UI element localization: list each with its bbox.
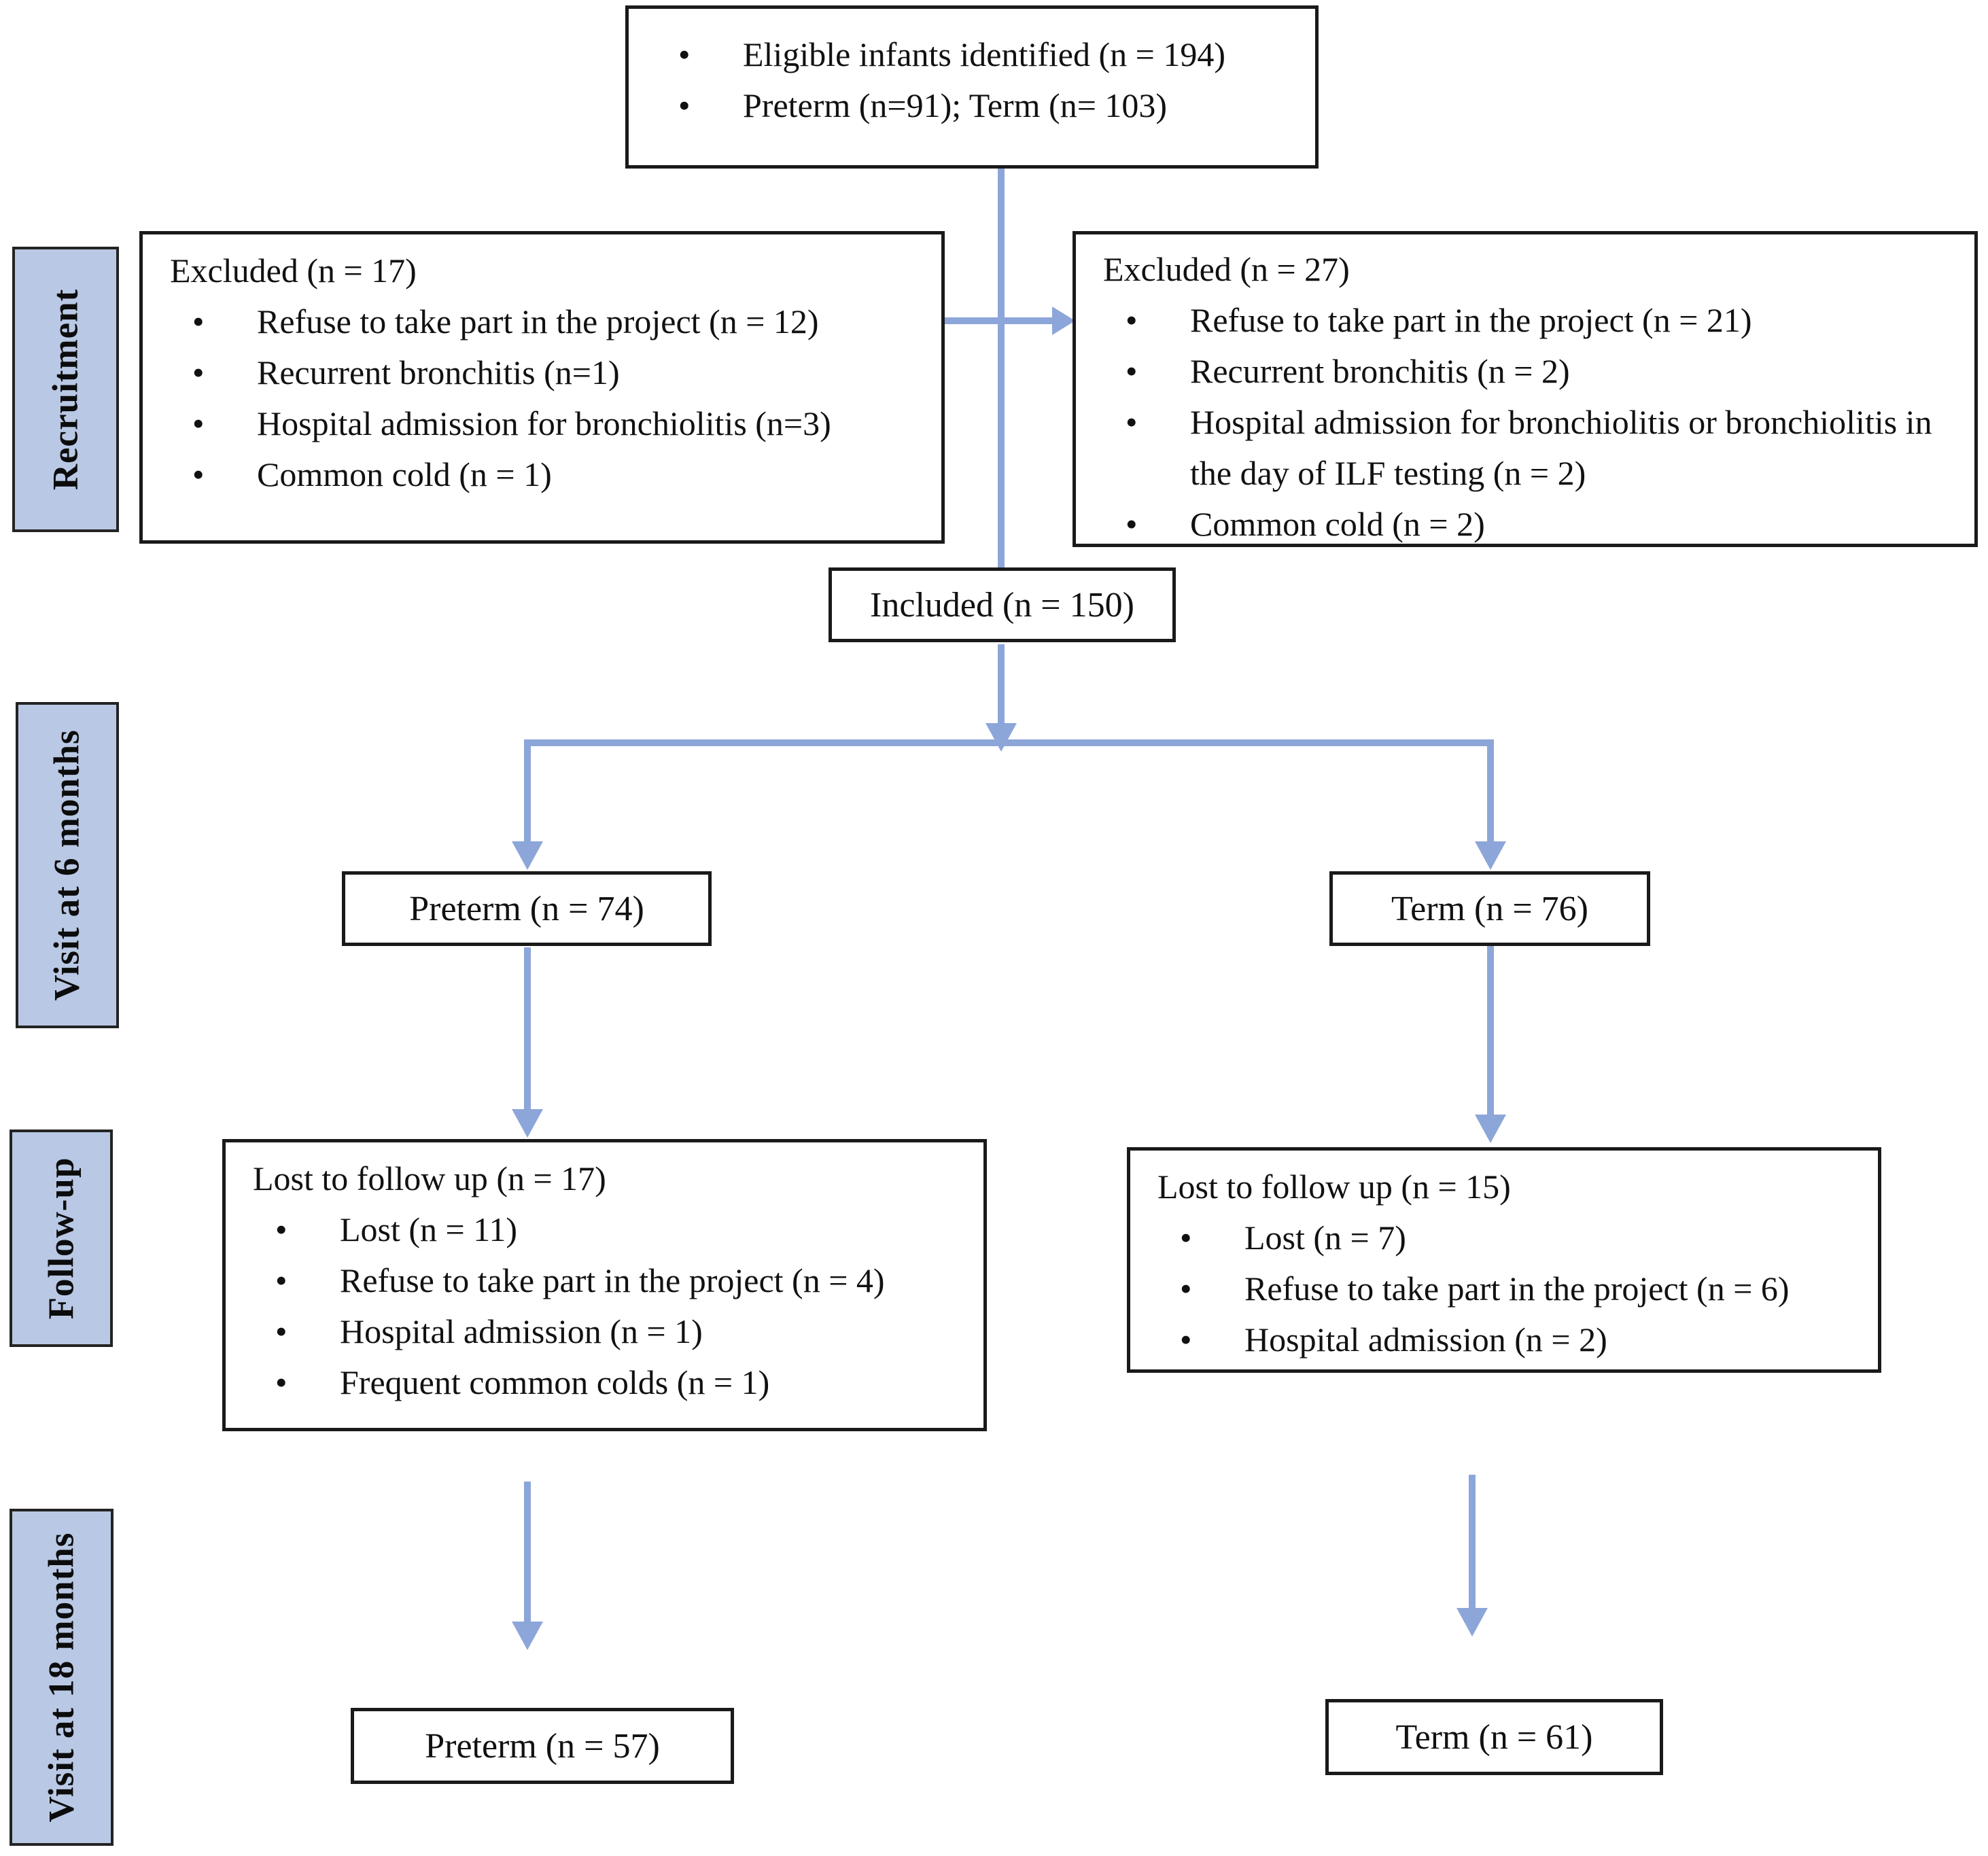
- arrow-lost-to-term-final-head-icon: [1457, 1608, 1488, 1636]
- stage-follow-up: Follow-up: [10, 1130, 113, 1347]
- stage-follow-up-label: Follow-up: [41, 1157, 82, 1320]
- arrow-preterm-to-lost-shaft: [524, 947, 531, 1110]
- stage-recruitment-label: Recruitment: [46, 288, 86, 491]
- double-arrow-shaft: [918, 317, 1052, 324]
- excluded-term-list: Refuse to take part in the project (n = …: [1103, 295, 1955, 550]
- arrow-lost-to-term-final-shaft: [1469, 1475, 1476, 1609]
- eligible-infants-list: Eligible infants identified (n = 194) Pr…: [656, 29, 1296, 131]
- stage-visit-6-months-label: Visit at 6 months: [48, 729, 87, 1001]
- arrow-branch-to-term-shaft: [1487, 739, 1494, 843]
- list-item: Hospital admission (n = 2): [1180, 1314, 1859, 1365]
- term-6-months-label: Term (n = 76): [1391, 889, 1588, 928]
- arrow-term-to-lost-shaft: [1487, 946, 1494, 1116]
- list-item: Lost (n = 7): [1180, 1212, 1859, 1263]
- excluded-term-box: Excluded (n = 27) Refuse to take part in…: [1073, 231, 1978, 550]
- list-item: Frequent common colds (n = 1): [275, 1357, 964, 1408]
- excluded-preterm-box: Excluded (n = 17) Refuse to take part in…: [139, 231, 945, 544]
- arrow-branch-to-preterm-head-icon: [512, 841, 543, 870]
- arrow-lost-to-preterm-final-head-icon: [512, 1622, 543, 1650]
- stage-visit-18-months-label: Visit at 18 months: [41, 1532, 82, 1823]
- lost-follow-up-preterm-box: Lost to follow up (n = 17) Lost (n = 11)…: [222, 1139, 987, 1431]
- arrow-preterm-to-lost-head-icon: [512, 1109, 543, 1138]
- lost-follow-up-preterm-list: Lost (n = 11) Refuse to take part in the…: [253, 1204, 964, 1408]
- preterm-18-months-box: Preterm (n = 57): [351, 1708, 734, 1784]
- list-item: Refuse to take part in the project (n = …: [275, 1255, 964, 1306]
- lost-follow-up-term-box: Lost to follow up (n = 15) Lost (n = 7) …: [1127, 1147, 1881, 1373]
- excluded-preterm-title: Excluded (n = 17): [170, 251, 417, 290]
- arrow-term-to-lost-head-icon: [1475, 1115, 1506, 1143]
- connector-eligible-to-included: [998, 167, 1005, 573]
- list-item: Hospital admission (n = 1): [275, 1306, 964, 1357]
- list-item: Common cold (n = 1): [192, 449, 922, 500]
- list-item: Recurrent bronchitis (n=1): [192, 347, 922, 398]
- list-item: Hospital admission for bronchiolitis or …: [1126, 397, 1955, 499]
- stage-visit-18-months: Visit at 18 months: [10, 1509, 114, 1846]
- arrow-branch-to-preterm-shaft: [524, 739, 531, 843]
- list-item: Preterm (n=91); Term (n= 103): [678, 80, 1296, 131]
- eligible-infants-box: Eligible infants identified (n = 194) Pr…: [625, 5, 1319, 169]
- list-item: Recurrent bronchitis (n = 2): [1126, 346, 1955, 397]
- arrow-lost-to-preterm-final-shaft: [524, 1482, 531, 1623]
- lost-follow-up-preterm-title: Lost to follow up (n = 17): [253, 1159, 606, 1197]
- included-box: Included (n = 150): [829, 567, 1176, 642]
- term-6-months-box: Term (n = 76): [1329, 871, 1650, 946]
- arrow-included-to-branch-head-icon: [986, 723, 1017, 752]
- list-item: Hospital admission for bronchiolitis (n=…: [192, 398, 922, 449]
- list-item: Refuse to take part in the project (n = …: [1126, 295, 1955, 346]
- list-item: Refuse to take part in the project (n = …: [1180, 1263, 1859, 1314]
- preterm-6-months-box: Preterm (n = 74): [342, 871, 712, 946]
- arrow-branch-to-term-head-icon: [1475, 841, 1506, 870]
- included-label: Included (n = 150): [870, 585, 1134, 625]
- list-item: Refuse to take part in the project (n = …: [192, 296, 922, 347]
- stage-visit-6-months: Visit at 6 months: [16, 702, 119, 1028]
- stage-recruitment: Recruitment: [12, 247, 119, 532]
- preterm-18-months-label: Preterm (n = 57): [425, 1726, 660, 1766]
- lost-follow-up-term-title: Lost to follow up (n = 15): [1157, 1168, 1511, 1206]
- list-item: Lost (n = 11): [275, 1204, 964, 1255]
- excluded-preterm-list: Refuse to take part in the project (n = …: [170, 296, 922, 500]
- term-18-months-label: Term (n = 61): [1395, 1717, 1593, 1757]
- list-item: Eligible infants identified (n = 194): [678, 29, 1296, 80]
- arrow-included-to-branch-shaft: [998, 644, 1005, 724]
- list-item: Common cold (n = 2): [1126, 499, 1955, 550]
- term-18-months-box: Term (n = 61): [1325, 1699, 1663, 1775]
- double-arrow-right-head-icon: [1052, 307, 1075, 335]
- excluded-term-title: Excluded (n = 27): [1103, 250, 1350, 288]
- lost-follow-up-term-list: Lost (n = 7) Refuse to take part in the …: [1157, 1212, 1859, 1365]
- branch-line: [524, 739, 1494, 746]
- preterm-6-months-label: Preterm (n = 74): [409, 889, 644, 928]
